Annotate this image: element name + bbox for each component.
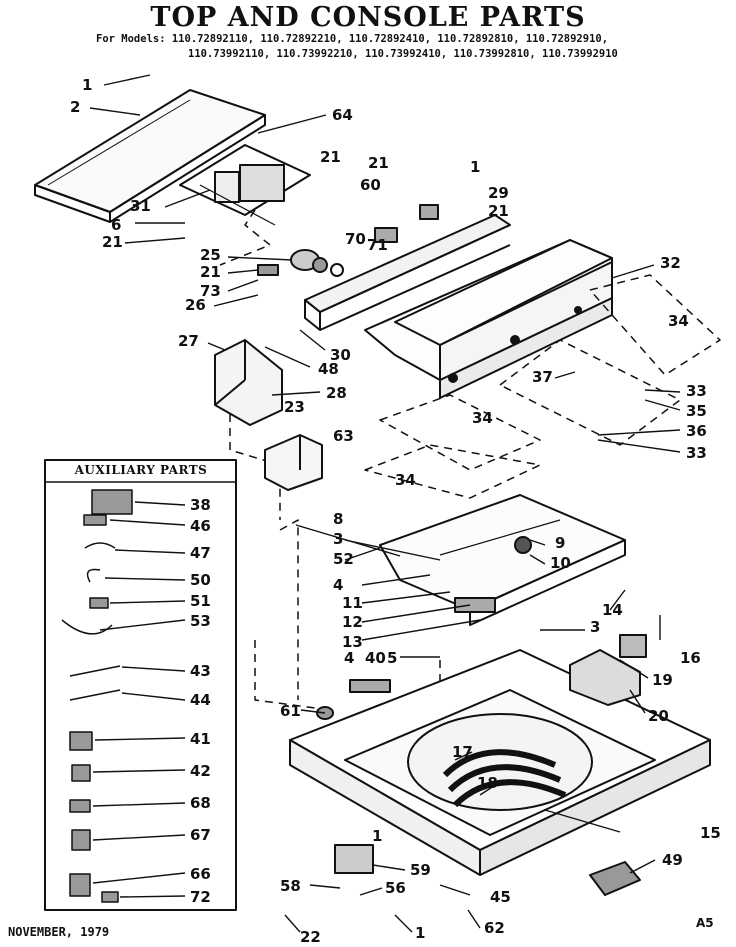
part-callout-33: 33	[686, 382, 707, 400]
leader-lines	[89, 74, 681, 933]
part-callout-59: 59	[410, 861, 431, 879]
part-callout-33: 33	[686, 444, 707, 462]
console-rail	[304, 214, 511, 331]
part-callout-62: 62	[484, 919, 505, 937]
model-list-line-1: For Models: 110.72892110, 110.72892210, …	[96, 33, 609, 45]
aux-part-callout-41: 41	[190, 730, 211, 748]
footer-date: NOVEMBER, 1979	[8, 925, 110, 939]
part-callout-5: 5	[387, 649, 397, 667]
part-callout-3: 3	[333, 530, 343, 548]
part-callout-9: 9	[555, 534, 565, 552]
part-callout-70: 70	[345, 230, 366, 248]
part-callout-17: 17	[452, 743, 473, 761]
part-callout-14: 14	[602, 601, 623, 619]
part-callout-29: 29	[488, 184, 509, 202]
part-callout-34: 34	[668, 312, 689, 330]
aux-part-callout-43: 43	[190, 662, 211, 680]
part-callout-6: 6	[111, 216, 121, 234]
part-callout-18: 18	[477, 774, 498, 792]
part-callout-52: 52	[333, 550, 354, 568]
aux-part-callout-53: 53	[190, 612, 211, 630]
mounting-bracket	[264, 434, 323, 491]
aux-part-callout-72: 72	[190, 888, 211, 906]
part-callout-1: 1	[82, 76, 92, 94]
part-callout-49: 49	[662, 851, 683, 869]
part-callout-1: 1	[415, 924, 425, 942]
part-callout-48: 48	[318, 360, 339, 378]
part-callout-21: 21	[368, 154, 389, 172]
part-callout-35: 35	[686, 402, 707, 420]
part-callout-15: 15	[700, 824, 721, 842]
part-callout-20: 20	[648, 707, 669, 725]
model-list-line-2: 110.73992110, 110.73992210, 110.73992410…	[188, 48, 618, 60]
part-callout-73: 73	[200, 282, 221, 300]
part-callout-71: 71	[367, 236, 388, 254]
aux-part-callout-67: 67	[190, 826, 211, 844]
aux-callout-layer: 38 46 47 50 51 53 43 44 41 42 68 67 66 72	[190, 496, 211, 906]
part-callout-27: 27	[178, 332, 199, 350]
part-callout-25: 25	[200, 246, 221, 264]
part-callout-13: 13	[342, 633, 363, 651]
part-callout-16: 16	[680, 649, 701, 667]
part-callout-30: 30	[330, 346, 351, 364]
aux-part-callout-42: 42	[190, 762, 211, 780]
part-callout-12: 12	[342, 613, 363, 631]
part-callout-32: 32	[660, 254, 681, 272]
part-callout-40: 40	[365, 649, 386, 667]
footer-code: A5	[696, 916, 714, 930]
part-callout-36: 36	[686, 422, 707, 440]
part-callout-31: 31	[130, 197, 151, 215]
aux-part-callout-50: 50	[190, 571, 211, 589]
aux-part-callout-44: 44	[190, 691, 211, 709]
part-callout-61: 61	[280, 702, 301, 720]
part-callout-34: 34	[395, 471, 416, 489]
part-callout-21: 21	[488, 202, 509, 220]
lid-switch-box	[214, 339, 283, 426]
aux-part-callout-38: 38	[190, 496, 211, 514]
part-callout-1: 1	[372, 827, 382, 845]
backsplash-panel	[34, 89, 266, 223]
part-callout-56: 56	[385, 879, 406, 897]
part-callout-22: 22	[300, 928, 321, 946]
diagram-title: TOP AND CONSOLE PARTS	[150, 2, 586, 33]
part-callout-1: 1	[470, 158, 480, 176]
part-callout-23: 23	[284, 398, 305, 416]
part-callout-34: 34	[472, 409, 493, 427]
part-callout-28: 28	[326, 384, 347, 402]
part-callout-64: 64	[332, 106, 353, 124]
aux-part-callout-66: 66	[190, 865, 211, 883]
aux-part-callout-51: 51	[190, 592, 211, 610]
aux-part-callout-46: 46	[190, 517, 211, 535]
auxiliary-parts-title: AUXILIARY PARTS	[74, 463, 208, 477]
part-callout-4: 4	[333, 576, 343, 594]
aux-part-callout-47: 47	[190, 544, 211, 562]
auxiliary-part-icons	[61, 489, 133, 903]
part-callout-19: 19	[652, 671, 673, 689]
part-callout-26: 26	[185, 296, 206, 314]
part-callout-37: 37	[532, 368, 553, 386]
part-callout-10: 10	[550, 554, 571, 572]
part-callout-45: 45	[490, 888, 511, 906]
part-callout-11: 11	[342, 594, 363, 612]
aux-part-callout-68: 68	[190, 794, 211, 812]
lid-hinge	[379, 494, 626, 626]
part-callout-8: 8	[333, 510, 343, 528]
part-callout-60: 60	[360, 176, 381, 194]
console-bracket	[179, 144, 311, 226]
part-callout-21: 21	[320, 148, 341, 166]
part-callout-63: 63	[333, 427, 354, 445]
part-callout-2: 2	[70, 98, 80, 116]
part-callout-3: 3	[590, 618, 600, 636]
console-housing	[364, 239, 613, 399]
auxiliary-parts-box	[44, 459, 237, 911]
part-callout-4: 4	[344, 649, 354, 667]
switch-assembly	[257, 204, 439, 277]
tub-ring-bracket	[569, 649, 641, 706]
part-callout-21: 21	[102, 233, 123, 251]
part-callout-21: 21	[200, 263, 221, 281]
part-callout-58: 58	[280, 877, 301, 895]
